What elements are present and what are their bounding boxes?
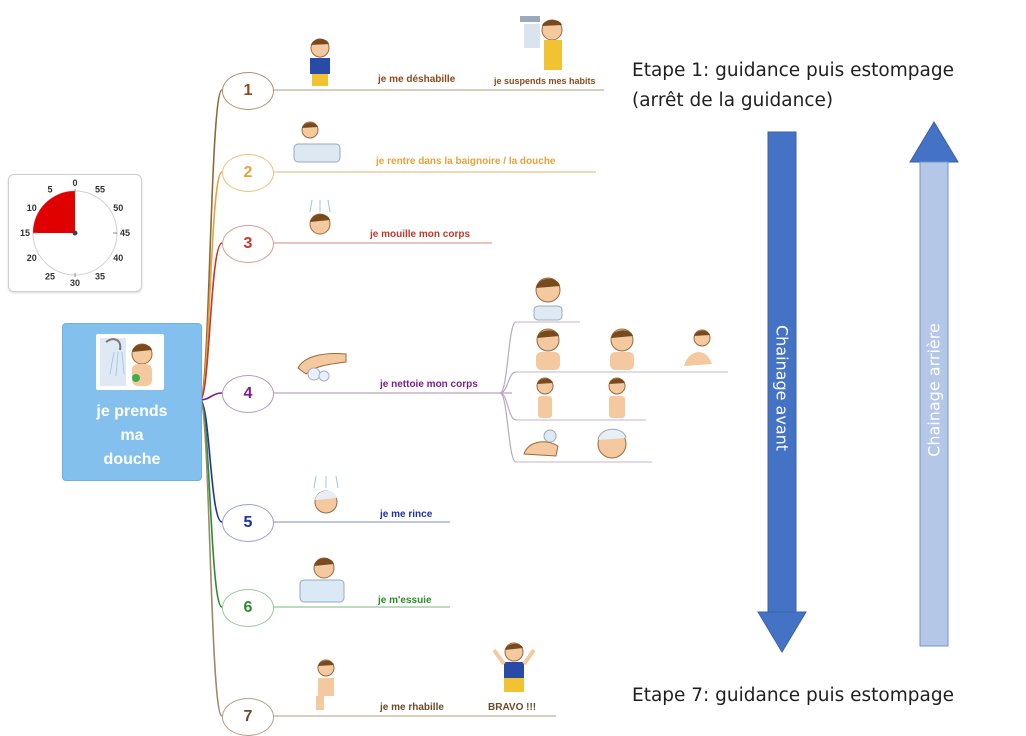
center-title-line: ma — [120, 427, 144, 444]
backward-chaining-arrow-up-icon — [909, 121, 959, 647]
timer-dial-label: 30 — [70, 278, 80, 288]
step-6-label: je m'essuie — [378, 595, 432, 606]
undressing-child-illustration — [310, 38, 330, 86]
step-number: 2 — [243, 164, 253, 181]
step-node-3: 3 — [222, 225, 274, 263]
timer-dial-label: 20 — [27, 253, 37, 263]
timer-dial-label: 25 — [45, 271, 55, 281]
etape-1-heading: Etape 1: guidance puis estompage — [632, 60, 954, 81]
timer-dial-label: 0 — [72, 178, 77, 188]
step-number: 6 — [243, 599, 253, 616]
timer-dial-label: 5 — [47, 185, 52, 195]
timer-dial-label: 10 — [27, 203, 37, 213]
step-node-5: 5 — [222, 504, 274, 542]
washing-arms-illustration — [610, 328, 634, 370]
timer-dial-label: 35 — [95, 271, 105, 281]
timer-red-sector — [33, 191, 75, 233]
step-node-7: 7 — [222, 698, 274, 736]
step-3-label: je mouille mon corps — [370, 229, 471, 240]
step-1-label-undress: je me déshabille — [378, 74, 456, 85]
step-2-label: je rentre dans la baignoire / la douche — [376, 156, 556, 167]
dressing-child-illustration — [316, 659, 335, 710]
step-number: 3 — [243, 235, 253, 252]
central-node: je prends ma douche — [62, 323, 202, 481]
shower-boy-illustration — [96, 334, 164, 390]
washing-feet-illustration — [523, 429, 559, 457]
bathtub-child-illustration — [293, 121, 341, 163]
wetting-child-illustration — [309, 199, 331, 235]
step-node-4: 4 — [222, 375, 274, 413]
washing-face-illustration — [533, 277, 563, 321]
central-node-title: je prends ma douche — [63, 400, 201, 472]
washing-hair-illustration — [597, 428, 627, 459]
washing-chest-illustration — [536, 328, 560, 370]
washing-hands-illustration — [297, 353, 347, 382]
timer-dial-label: 55 — [95, 185, 105, 195]
drying-child-illustration — [299, 557, 345, 603]
step-node-1: 1 — [222, 72, 274, 110]
timer-dial-label: 15 — [20, 228, 30, 238]
step-4-label: je nettoie mon corps — [380, 379, 478, 390]
washing-legs-illustration — [684, 329, 712, 366]
center-title-line: douche — [103, 451, 161, 468]
step-number: 4 — [243, 385, 253, 402]
etape-7-heading: Etape 7: guidance puis estompage — [632, 685, 954, 706]
center-title-line: je prends — [96, 403, 168, 420]
timer-widget: 0 5 10 15 20 25 30 35 40 45 50 55 — [8, 174, 142, 292]
washing-back-illustration — [536, 377, 554, 418]
step-7-label-dress: je me rhabille — [380, 702, 444, 713]
timer-dial-label: 40 — [113, 253, 123, 263]
forward-chaining-label: Chainage avant — [772, 324, 792, 452]
timer-dial-label: 50 — [113, 203, 123, 213]
hanging-clothes-child-illustration — [520, 16, 563, 70]
step-number: 1 — [243, 82, 253, 99]
step-1-label-hang-clothes: je suspends mes habits — [494, 76, 596, 86]
celebrating-child-illustration — [492, 642, 536, 692]
washing-bottom-illustration — [608, 377, 626, 418]
step-5-label: je me rince — [380, 509, 433, 520]
step-7-label-bravo: BRAVO !!! — [488, 702, 537, 713]
etape-1-subheading: (arrêt de la guidance) — [632, 90, 834, 111]
step-number: 5 — [243, 514, 253, 531]
timer-dial-label: 45 — [120, 228, 130, 238]
forward-chaining-arrow-down-icon — [757, 131, 807, 653]
step-node-6: 6 — [222, 589, 274, 627]
step-number: 7 — [243, 708, 253, 725]
timer-clock-icon: 0 5 10 15 20 25 30 35 40 45 50 55 — [20, 178, 130, 288]
step-node-2: 2 — [222, 154, 274, 192]
backward-chaining-label: Chainage arrière — [924, 323, 944, 457]
rinsing-child-illustration — [313, 475, 339, 514]
